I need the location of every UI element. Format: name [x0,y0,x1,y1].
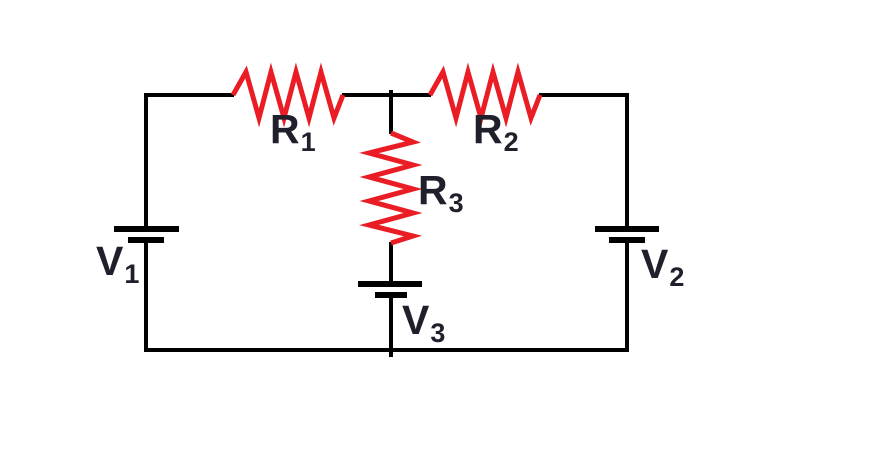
label-v1: V 1 [96,241,139,288]
label-r1-base: R [270,106,300,152]
battery-v2-symbol [595,226,659,243]
label-r1: R 1 [270,109,316,156]
battery-v3-symbol [358,281,422,298]
label-r1-subscript: 1 [300,127,316,157]
battery-v1-symbol [114,226,179,243]
label-r3-subscript: 3 [448,188,464,218]
label-v2: V 2 [641,244,684,291]
label-v3-subscript: 3 [430,318,446,348]
label-v1-subscript: 1 [124,259,140,289]
label-r3-base: R [418,167,448,213]
label-r2-subscript: 2 [503,127,519,157]
resistor-r3-zigzag [359,130,423,246]
resistor-r1-zigzag [230,62,346,128]
resistor-r2-zigzag [427,62,543,128]
label-v3: V 3 [402,300,445,347]
label-v3-base: V [402,297,430,343]
label-r2-base: R [473,106,503,152]
label-v2-subscript: 2 [669,262,685,292]
label-r2: R 2 [473,109,519,156]
label-v2-base: V [641,241,669,287]
label-r3: R 3 [418,170,464,217]
label-v1-base: V [96,238,124,284]
